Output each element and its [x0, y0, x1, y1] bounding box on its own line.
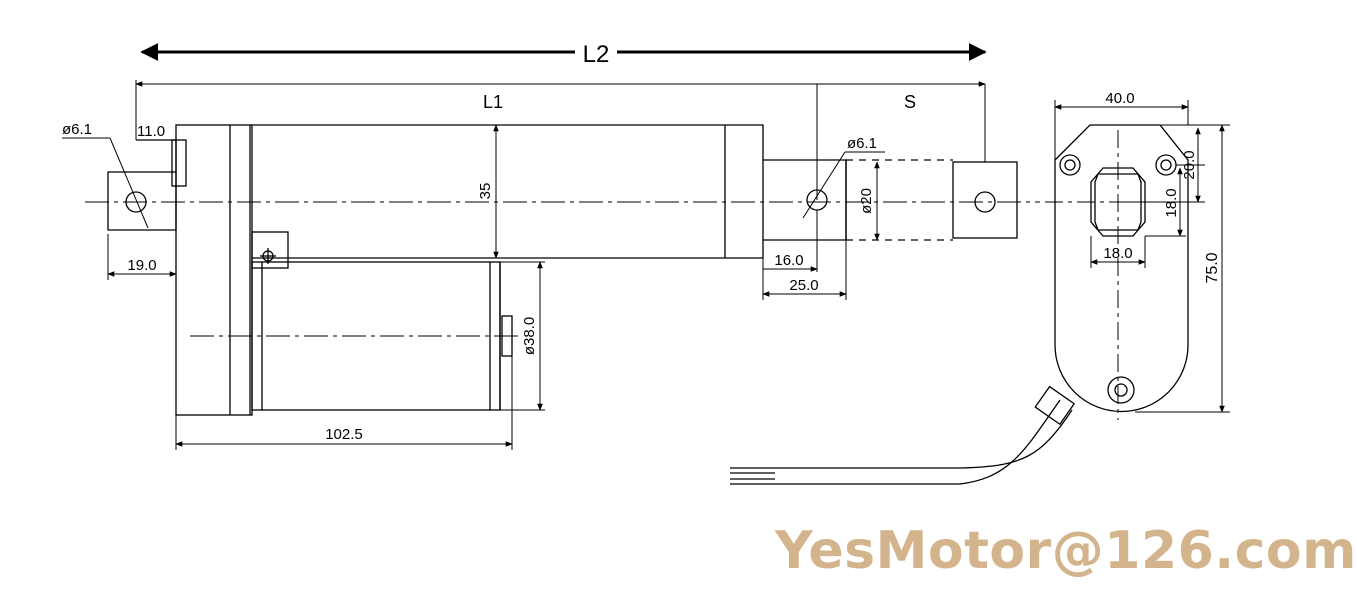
label-rod-end-25: 25.0 [789, 277, 818, 294]
label-motor-dia: ø38.0 [521, 317, 538, 355]
label-l2: L2 [583, 41, 610, 68]
label-stroke: S [904, 92, 916, 112]
end-housing-outline [1054, 124, 1189, 413]
tube-clamp [251, 231, 289, 269]
end-mount-hole-right [1155, 154, 1177, 176]
side-dimensions [62, 43, 987, 450]
label-rear-offset: 11.0 [137, 123, 165, 140]
power-cable [730, 399, 1073, 485]
rear-tab [171, 139, 187, 187]
end-rod-cutout [1090, 167, 1146, 237]
end-dimensions [1054, 100, 1230, 413]
label-tube-height: 35 [477, 183, 494, 200]
watermark-email: YesMotor@126.com [775, 521, 1357, 581]
end-mount-hole-left [1059, 154, 1081, 176]
label-rear-hole-dia: ø6.1 [62, 121, 92, 138]
cable-gland [1034, 385, 1076, 426]
actuator-drawing: L2 L1 S ø6.1 11.0 19.0 35 ø6.1 ø20 16.0 … [62, 41, 1230, 485]
rear-clevis-top [136, 139, 177, 172]
actuator-side-view [85, 124, 1040, 416]
label-end-18-vertical: 18.0 [1163, 188, 1180, 217]
actuator-end-view [730, 124, 1200, 485]
outer-tube [252, 124, 764, 259]
gearbox-housing [175, 124, 253, 416]
label-end-height: 75.0 [1204, 252, 1221, 283]
label-front-hole-dia: ø6.1 [847, 135, 877, 152]
label-l1: L1 [483, 92, 503, 112]
rear-clevis [107, 171, 177, 231]
label-end-18-horizontal: 18.0 [1103, 245, 1132, 262]
label-rear-clevis-width: 19.0 [127, 257, 156, 274]
label-motor-length: 102.5 [325, 426, 363, 443]
label-rod-dia: ø20 [858, 188, 875, 214]
rod-end-extended [952, 161, 1018, 239]
label-end-width: 40.0 [1105, 90, 1134, 107]
inner-rod [763, 159, 847, 241]
end-mount-hole-bottom [1107, 376, 1135, 404]
label-end-holes-20: 20.0 [1181, 150, 1198, 179]
label-rod-end-16: 16.0 [774, 252, 803, 269]
rod-extension-dashed [846, 159, 953, 241]
